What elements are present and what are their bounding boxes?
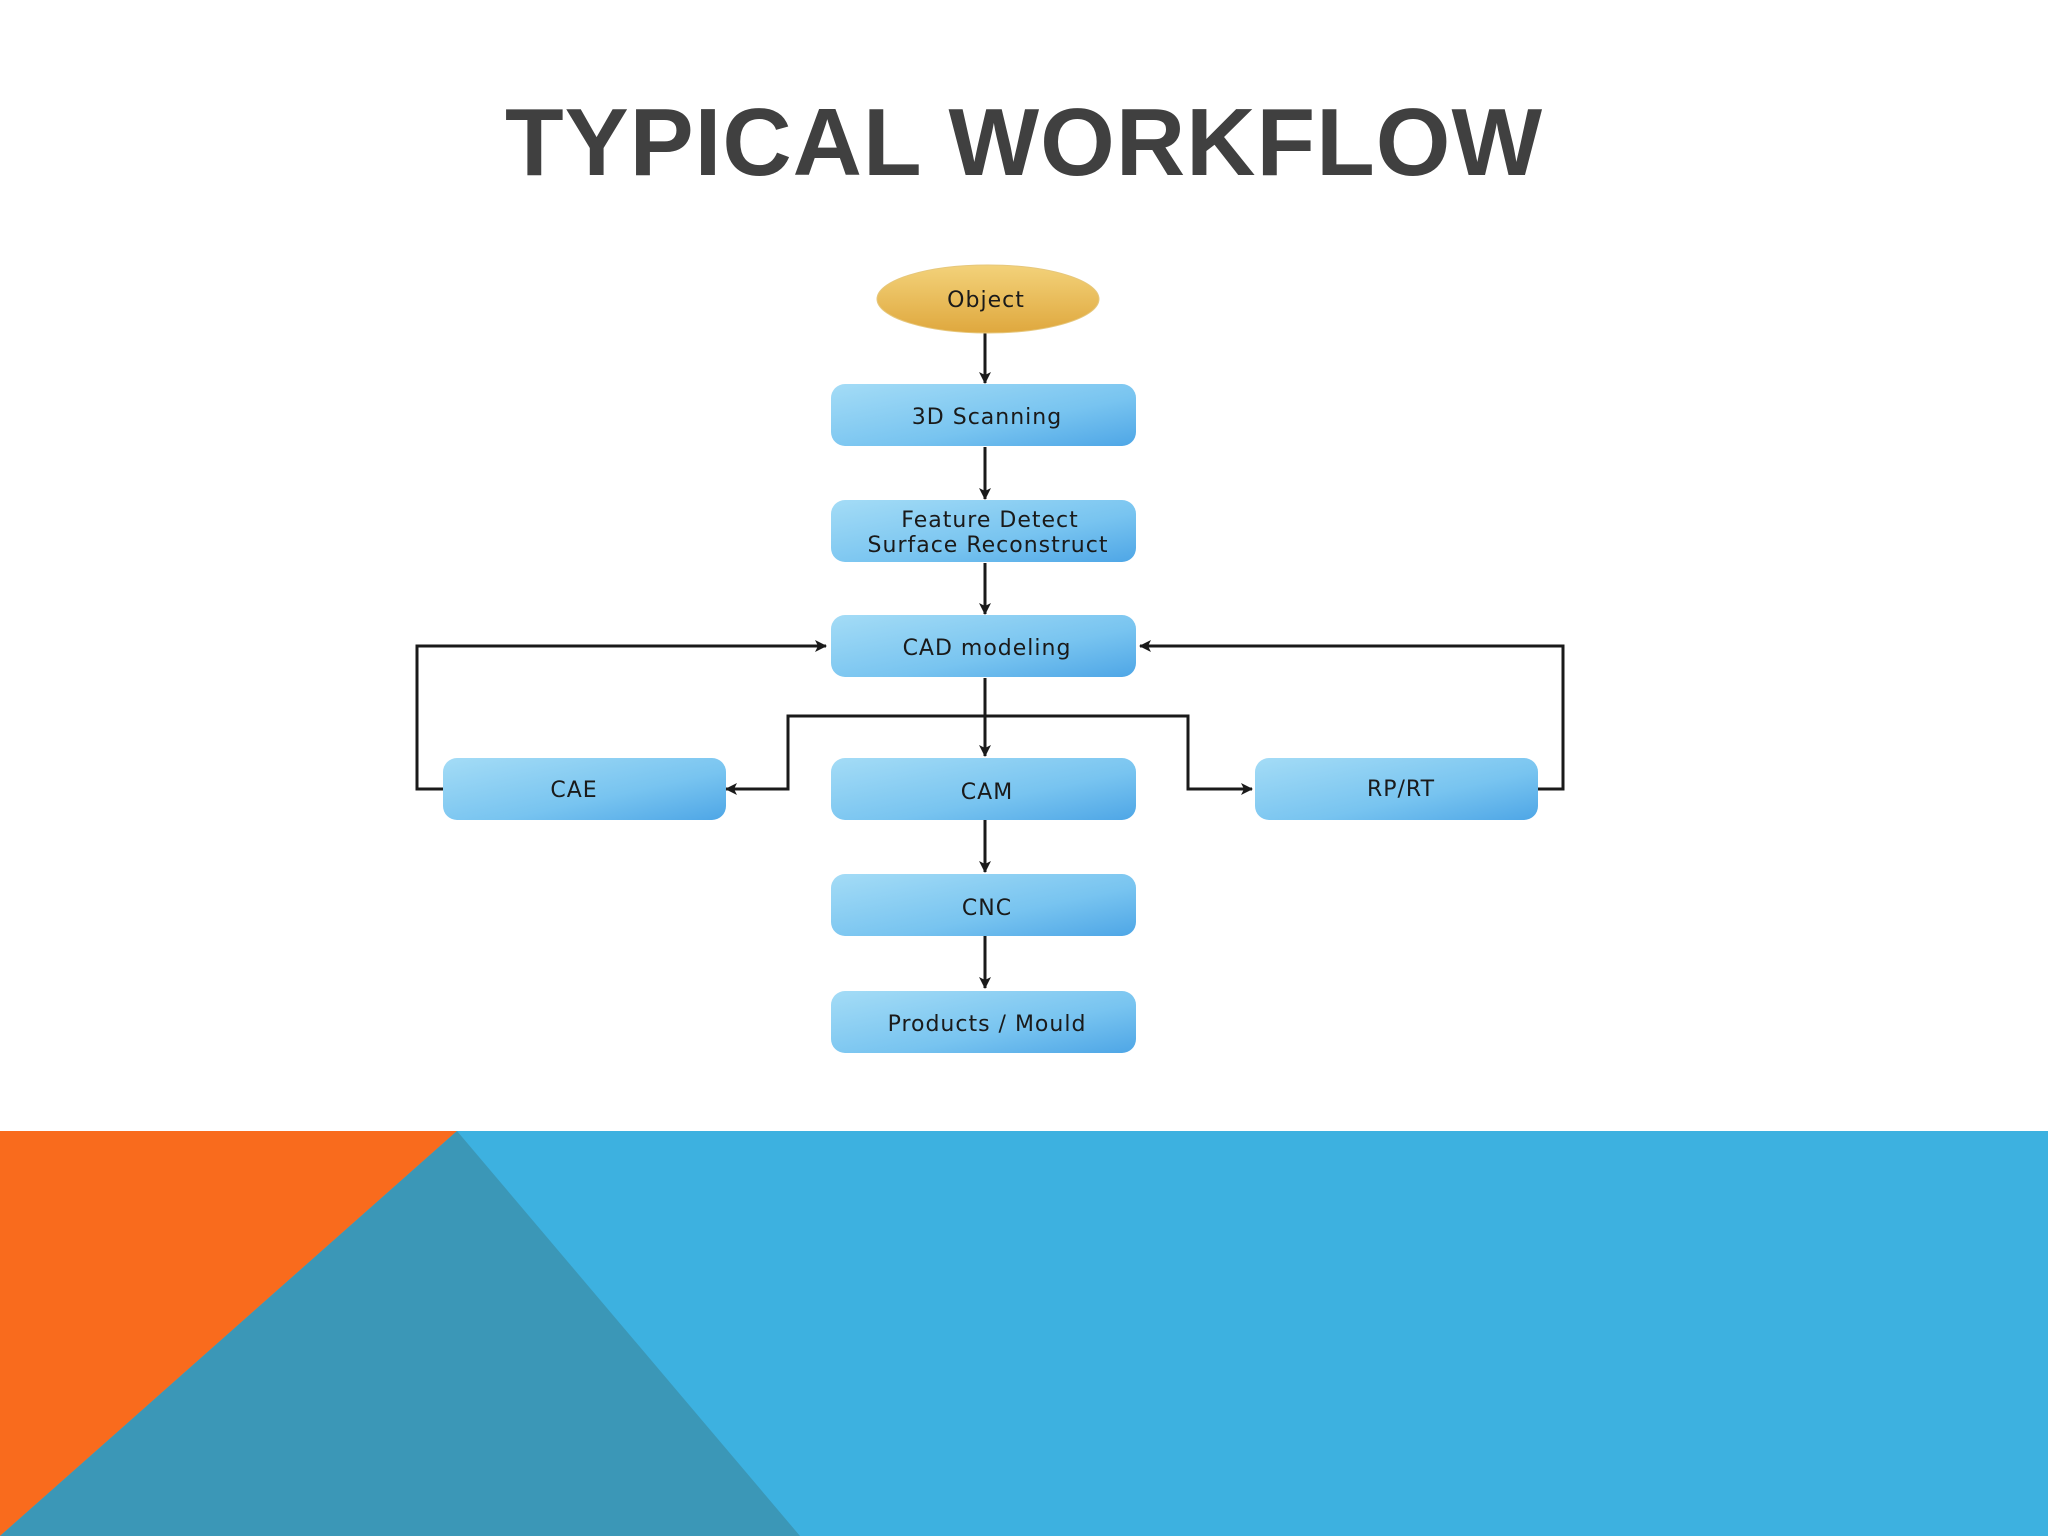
node-rp-rt-label: RP/RT <box>1367 777 1435 802</box>
footer-teal-triangle <box>0 1131 800 1536</box>
node-object-label: Object <box>947 288 1025 313</box>
node-3d-scanning: 3D Scanning <box>831 384 1136 446</box>
node-products-mould-label: Products / Mould <box>888 1012 1087 1037</box>
node-cae-label: CAE <box>550 778 597 803</box>
node-cnc: CNC <box>831 874 1136 936</box>
node-cnc-label: CNC <box>962 896 1012 921</box>
node-cam-label: CAM <box>961 780 1013 805</box>
connectors <box>415 333 1565 989</box>
node-cad-modeling-label: CAD modeling <box>903 636 1072 661</box>
arrow-cae-to-cad <box>415 640 827 791</box>
node-cad-modeling: CAD modeling <box>831 615 1136 677</box>
node-3d-scanning-label: 3D Scanning <box>912 405 1062 430</box>
node-cae: CAE <box>443 758 726 820</box>
node-feature-detect-label-line2: Surface Reconstruct <box>868 533 1109 558</box>
slide-title: TYPICAL WORKFLOW <box>504 89 1544 196</box>
node-feature-detect-label-line1: Feature Detect <box>901 508 1079 533</box>
node-cam: CAM <box>831 758 1136 820</box>
arrow-rprt-to-cad <box>1139 640 1565 791</box>
node-products-mould: Products / Mould <box>831 991 1136 1053</box>
arrow-cad-to-cae <box>725 714 985 795</box>
node-object: Object <box>876 264 1100 334</box>
node-rp-rt: RP/RT <box>1255 758 1538 820</box>
footer-decoration <box>0 1131 2048 1536</box>
arrow-cad-to-rprt <box>985 714 1253 795</box>
node-feature-detect: Feature Detect Surface Reconstruct <box>831 500 1136 562</box>
